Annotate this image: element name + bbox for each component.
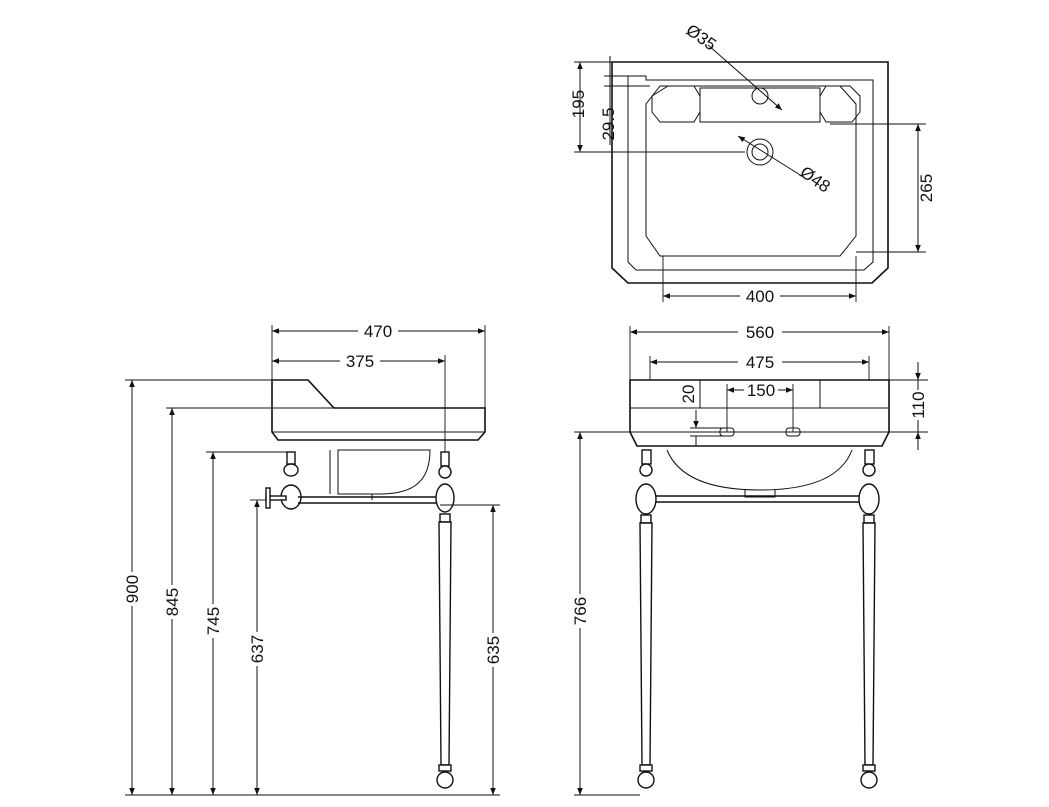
side-470-label: 470: [364, 322, 392, 341]
front-left-leg-top: [641, 449, 652, 465]
plan-bowl-outline: [645, 85, 857, 257]
side-back-leg-knob-top: [283, 463, 299, 477]
side-wall-plate: [265, 487, 271, 509]
side-845-label: 845: [163, 588, 182, 616]
side-635-label: 635: [484, 636, 503, 664]
front-150-label: 150: [747, 381, 775, 400]
side-basin-bowl: [337, 449, 431, 495]
plan-left-ledge: [651, 85, 701, 123]
front-right-leg-shaft: [862, 522, 876, 766]
side-basin-top: [271, 379, 486, 441]
front-view: 560 475 150 20 110 766: [570, 323, 928, 796]
plan-tap-hole: [751, 87, 769, 105]
side-637-label-bg: [247, 632, 267, 666]
plan-265-label: 265: [917, 174, 936, 202]
side-front-leg-ring: [438, 764, 452, 772]
side-845-label-bg: [162, 585, 182, 619]
side-635-label-bg: [483, 633, 503, 667]
plan-dia35-leader: [707, 44, 783, 111]
front-left-leg-shaft: [639, 522, 653, 766]
side-745-label: 745: [204, 607, 223, 635]
plan-dia48-leader: [737, 135, 806, 179]
plan-basin-outline: [611, 61, 889, 284]
side-745-label-bg: [203, 604, 223, 638]
side-front-leg-knob: [435, 483, 455, 513]
front-left-leg-foot: [637, 771, 655, 789]
front-110-label-bg: [908, 390, 928, 420]
front-right-leg-ring: [862, 764, 876, 772]
front-left-leg-knob-top: [639, 463, 653, 477]
side-front-leg-shaft: [438, 521, 452, 766]
plan-basin-inner-rim: [627, 75, 874, 271]
plan-waste-outer: [746, 138, 774, 166]
plan-right-ledge: [819, 85, 861, 123]
side-front-leg-knob-top: [438, 465, 452, 479]
front-766-label: 766: [571, 597, 590, 625]
front-560-label: 560: [746, 323, 774, 342]
plan-400-label: 400: [746, 287, 774, 306]
side-900-label: 900: [123, 575, 142, 603]
plan-waste-inner: [751, 143, 769, 161]
side-view: 470 375 900 845 745 637 635: [122, 322, 503, 796]
plan-view: Ø35 Ø48 195 29.5 265 400: [569, 20, 936, 306]
side-900-label-bg: [122, 572, 142, 606]
plan-29-5-label: 29.5: [599, 107, 618, 140]
front-766-label-bg: [570, 594, 590, 628]
side-back-leg-top: [286, 451, 296, 465]
front-right-leg-knob: [858, 483, 880, 515]
side-front-leg-top: [440, 451, 450, 467]
front-right-leg-foot: [860, 771, 878, 789]
plan-dia48-label: Ø48: [797, 162, 834, 196]
side-637-label: 637: [248, 635, 267, 663]
front-left-leg-collar: [640, 514, 652, 524]
front-left-leg-ring: [639, 764, 653, 772]
side-375-label: 375: [346, 352, 374, 371]
plan-tap-platform: [699, 87, 821, 123]
front-475-label: 475: [746, 353, 774, 372]
plan-195-label: 195: [569, 90, 588, 118]
front-right-leg-top: [864, 449, 875, 465]
front-110-label: 110: [909, 391, 928, 418]
side-front-leg-collar: [439, 513, 451, 523]
front-basin-bowl: [666, 449, 853, 491]
front-right-leg-collar: [863, 514, 875, 524]
front-left-leg-knob: [635, 483, 657, 515]
front-waste-outlet: [744, 490, 776, 498]
front-right-leg-knob-top: [862, 463, 876, 477]
plan-dia35-label: Ø35: [683, 20, 720, 54]
front-20-label: 20: [679, 385, 698, 404]
side-front-leg-foot: [436, 771, 454, 789]
